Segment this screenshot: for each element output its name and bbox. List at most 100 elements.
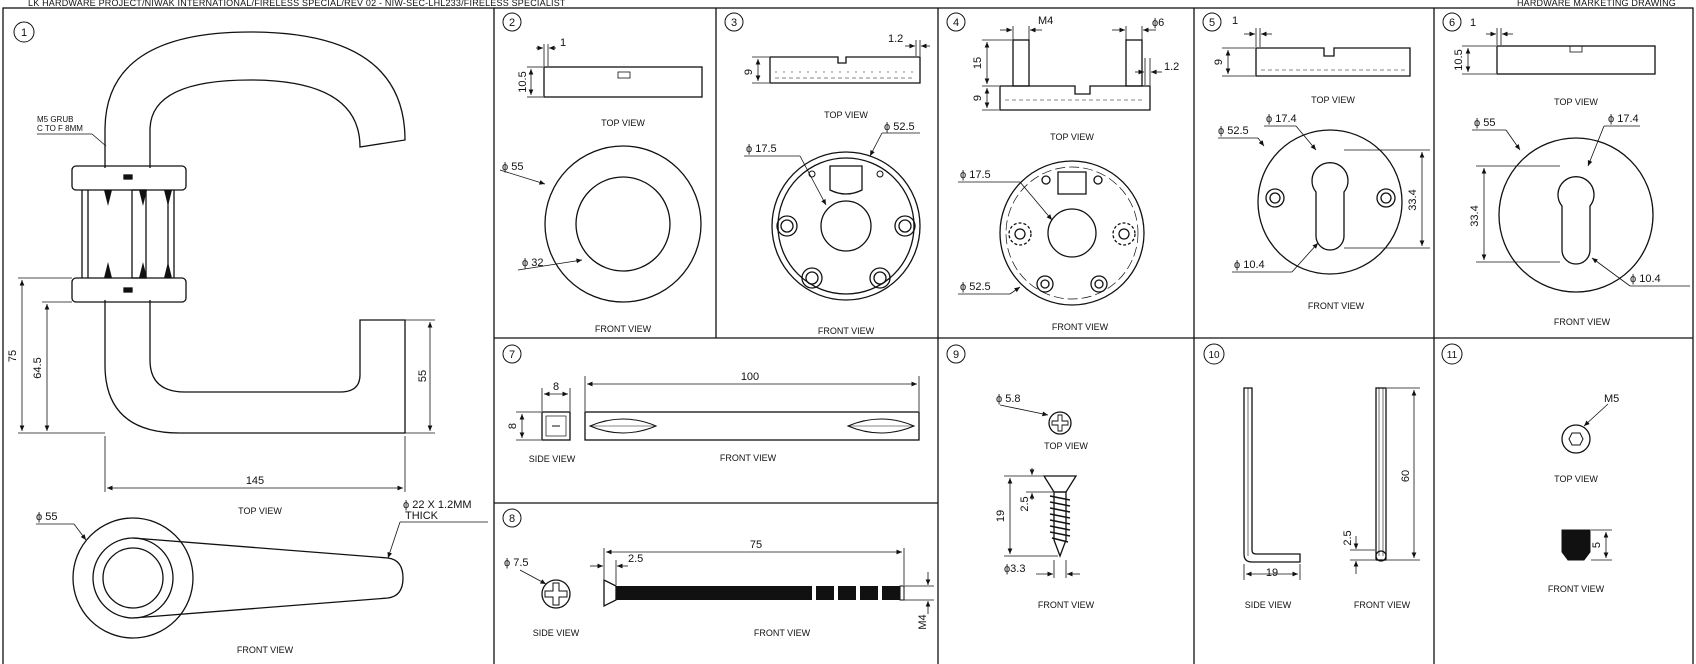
- drawing-header-right: HARDWARE MARKETING DRAWING: [1516, 0, 1676, 8]
- grub-note-line1: M5 GRUB: [37, 115, 73, 124]
- p6-dim-10-5: 10.5: [1453, 49, 1465, 70]
- panel-4-number: 4: [953, 17, 959, 29]
- p5-dim-1: 1: [1232, 15, 1238, 27]
- p6-top-view-label: TOP VIEW: [1554, 97, 1598, 107]
- p10-front-view-label: FRONT VIEW: [1354, 600, 1411, 610]
- p5-dia-10-4: ϕ 10.4: [1234, 259, 1265, 271]
- p5-top-view-label: TOP VIEW: [1311, 95, 1355, 105]
- p9-dim-2-5: 2.5: [1019, 496, 1031, 511]
- p4-dim-15: 15: [972, 57, 984, 69]
- p4-top-view-label: TOP VIEW: [1050, 132, 1094, 142]
- p5-dim-33-4: 33.4: [1407, 189, 1419, 210]
- p11-dim-m5: M5: [1604, 393, 1619, 405]
- p2-dia-55: ϕ 55: [502, 161, 523, 173]
- p3-front-view-label: FRONT VIEW: [818, 326, 875, 336]
- grub-note-line2: C TO F 8MM: [37, 124, 83, 133]
- panel-10-number: 10: [1208, 350, 1220, 361]
- p6-dia-55: ϕ 55: [1474, 117, 1495, 129]
- p4-dia-6: ϕ6: [1152, 17, 1164, 29]
- p6-dia-17-4: ϕ 17.4: [1608, 113, 1639, 125]
- dim-145: 145: [246, 475, 264, 487]
- p11-dim-5: 5: [1591, 542, 1603, 548]
- p10-side-view-label: SIDE VIEW: [1245, 600, 1292, 610]
- panel-5-number: 5: [1209, 17, 1215, 29]
- panel-8-number: 8: [509, 513, 515, 525]
- dim-75: 75: [7, 350, 19, 362]
- p4-dia-17-5: ϕ 17.5: [960, 169, 991, 181]
- p5-front-view-label: FRONT VIEW: [1308, 301, 1365, 311]
- p2-top-view-label: TOP VIEW: [601, 118, 645, 128]
- p2-front-view-label: FRONT VIEW: [595, 324, 652, 334]
- p8-side-view-label: SIDE VIEW: [533, 628, 580, 638]
- grub-screw-body: [1561, 529, 1591, 561]
- p8-dim-75: 75: [750, 539, 762, 551]
- p7-side-view-label: SIDE VIEW: [529, 454, 576, 464]
- panel-3-number: 3: [731, 17, 737, 29]
- panel-6-euro-escutcheon-cover: 6 1 10.5 TOP VIEW 33.4 ϕ 55 ϕ 17.4 ϕ 10.…: [1442, 12, 1690, 327]
- dia-55-label: ϕ 55: [36, 511, 57, 523]
- p4-dia-52-5: ϕ 52.5: [960, 281, 991, 293]
- p5-dia-17-4: ϕ 17.4: [1266, 113, 1297, 125]
- screw-profile: [1042, 475, 1078, 558]
- drawing-header-left: LK HARDWARE PROJECT/NIWAK INTERNATIONAL/…: [28, 0, 566, 8]
- p9-top-view-label: TOP VIEW: [1044, 441, 1088, 451]
- panel-2-plain-rose: 2 1 10.5 TOP VIEW ϕ 55 ϕ 32 FRONT VIEW: [499, 12, 703, 334]
- panel-4-rose-base-studs: 4 M4 ϕ6 15 9 1.2 TOP VIEW: [946, 12, 1179, 332]
- p3-dia-52-5: ϕ 52.5: [884, 121, 915, 133]
- p3-dia-17-5: ϕ 17.5: [746, 143, 777, 155]
- panel-7-spindle: 7 8 8 SIDE VIEW 100 FRONT VIEW: [502, 344, 920, 464]
- p2-dim-10-5: 10.5: [517, 71, 529, 92]
- p5-dim-9: 9: [1213, 59, 1225, 65]
- p8-dim-2-5: 2.5: [628, 553, 643, 565]
- p2-dia-32: ϕ 32: [522, 257, 543, 269]
- panel-3-rose-base: 3 1.2 9 TOP VIEW ϕ 17.5 ϕ 52.5: [724, 12, 930, 336]
- p9-front-view-label: FRONT VIEW: [1038, 600, 1095, 610]
- panel-9-number: 9: [953, 349, 959, 361]
- p6-dim-33-4: 33.4: [1469, 205, 1481, 226]
- p2-dim-1: 1: [560, 37, 566, 49]
- fixing-screw-marks: [104, 190, 172, 278]
- lever-front-view: [72, 517, 404, 639]
- p10-dim-60: 60: [1400, 470, 1412, 482]
- panel-8-bolt: 8 ϕ 7.5 SIDE VIEW 75 2.5 M4 FRONT VIEW: [502, 508, 934, 638]
- panel-10-allen-key: 10 19 SIDE VIEW 60 2.5 FRONT VIEW: [1203, 343, 1420, 610]
- p7-dim-100: 100: [741, 371, 759, 383]
- p6-dim-1: 1: [1470, 17, 1476, 29]
- p4-dim-9: 9: [972, 95, 984, 101]
- p3-dim-9: 9: [743, 69, 755, 75]
- p5-dia-52-5: ϕ 52.5: [1218, 125, 1249, 137]
- panel-11-number: 11: [1447, 350, 1458, 361]
- bolt-shank: [616, 586, 812, 600]
- p8-dia-7-5: ϕ 7.5: [504, 557, 529, 569]
- p11-top-view-label: TOP VIEW: [1554, 474, 1598, 484]
- p6-front-view-label: FRONT VIEW: [1554, 317, 1611, 327]
- p11-front-view-label: FRONT VIEW: [1548, 584, 1605, 594]
- p10-dim-19: 19: [1266, 567, 1278, 579]
- p1-front-view-label: FRONT VIEW: [237, 645, 294, 655]
- p10-dim-2-5: 2.5: [1342, 530, 1354, 545]
- panel-9-screw: 9 ϕ 5.8 TOP VIEW 19 2.5 ϕ3.3 FRONT VIEW: [946, 344, 1095, 610]
- p8-dim-m4: M4: [917, 614, 929, 629]
- p4-dim-1-2: 1.2: [1164, 61, 1179, 73]
- drawing-frame: [2, 7, 1694, 664]
- panel-2-number: 2: [509, 17, 515, 29]
- dim-55: 55: [417, 370, 429, 382]
- panel-5-euro-escutcheon-base: 5 1 9 TOP VIEW 33.4 ϕ 52.5 ϕ 17.4 ϕ 10.4: [1202, 12, 1430, 311]
- p9-dia-3-3: ϕ3.3: [1004, 563, 1025, 575]
- p9-dia-5-8: ϕ 5.8: [996, 393, 1021, 405]
- p4-front-view-label: FRONT VIEW: [1052, 322, 1109, 332]
- p3-top-view-label: TOP VIEW: [824, 110, 868, 120]
- p8-front-view-label: FRONT VIEW: [754, 628, 811, 638]
- p7-dim-8-side: 8: [507, 423, 519, 429]
- p4-dim-m4: M4: [1038, 15, 1053, 27]
- panel-11-grub-screw: 11 M5 TOP VIEW 5 FRONT VIEW: [1441, 343, 1619, 594]
- p7-front-view-label: FRONT VIEW: [720, 453, 777, 463]
- tube-size-label: ϕ 22 X 1.2MM: [403, 499, 472, 511]
- p9-dim-19: 19: [995, 510, 1007, 522]
- panel-1-number-circle: [13, 21, 35, 43]
- panel-1-lever-handle: 1 M5 GRUB C TO F 8MM: [7, 21, 488, 655]
- p7-dim-8-top: 8: [553, 381, 559, 393]
- p3-dim-1-2: 1.2: [888, 33, 903, 45]
- lever-outline: [71, 31, 406, 434]
